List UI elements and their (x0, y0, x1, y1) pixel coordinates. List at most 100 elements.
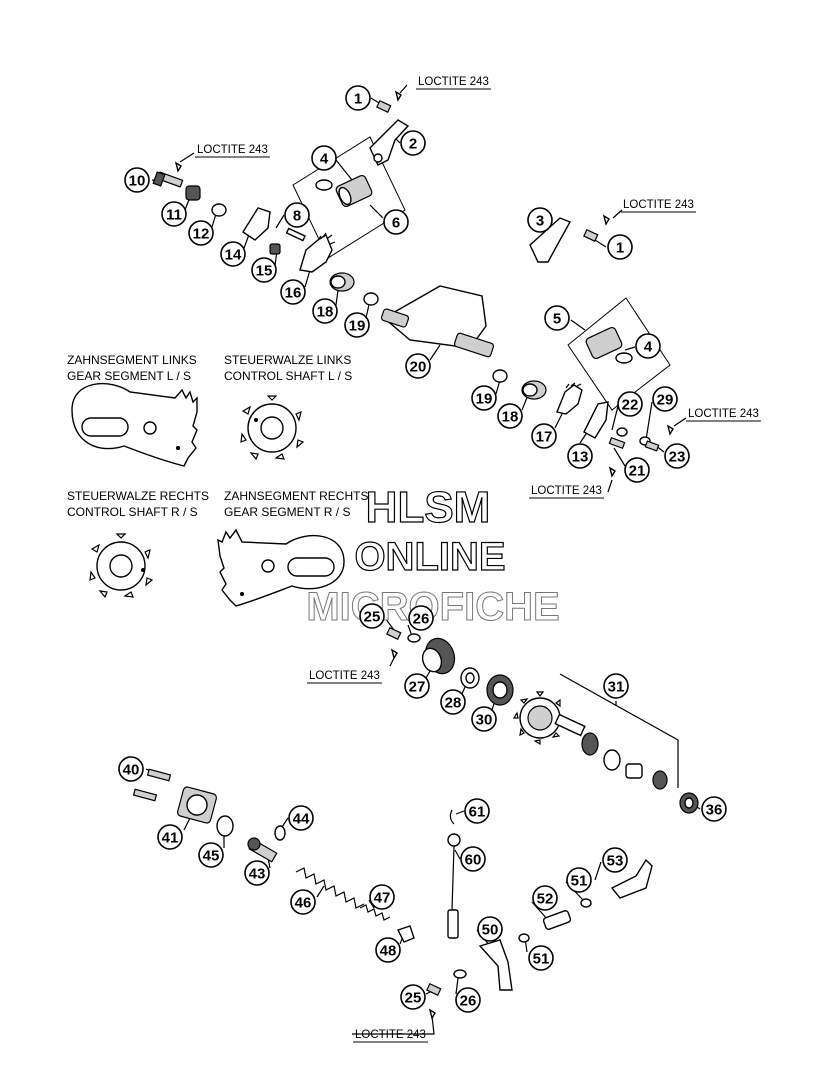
callout-circle (405, 353, 431, 379)
callout-circle (400, 130, 426, 156)
part-callout-45: 45 (198, 842, 224, 868)
callout-circle (290, 889, 316, 915)
callout-circle (369, 884, 395, 910)
upper-assembly (151, 84, 687, 493)
part-callout-30: 30 (471, 706, 497, 732)
lever-3 (529, 217, 571, 263)
callout-number: 36 (706, 802, 723, 819)
callout-circle (624, 457, 650, 483)
spring-46 (295, 867, 365, 909)
screw-1 (376, 90, 402, 113)
lever-53 (610, 858, 653, 899)
part-callout-26: 26 (408, 605, 434, 631)
clip-12 (211, 203, 227, 217)
callout-number: 10 (129, 173, 146, 190)
callout-number: 6 (392, 215, 400, 232)
loctite-label: LOCTITE 243 (623, 199, 694, 211)
drum-27 (421, 637, 456, 675)
label-gear-segment-l: GEAR SEGMENT L / S (67, 369, 191, 383)
part-callout-44: 44 (288, 805, 314, 831)
callout-number: 11 (166, 207, 182, 224)
callout-circle (220, 241, 246, 267)
loctite-label: LOCTITE 243 (688, 408, 759, 420)
callout-circle (251, 257, 277, 283)
rod-60 (447, 809, 461, 939)
callout-circle (664, 443, 690, 469)
callout-number: 19 (349, 318, 366, 335)
callout-circle (567, 443, 593, 469)
part-callout-52: 52 (532, 885, 558, 911)
callout-circle (652, 386, 678, 412)
callout-number: 43 (249, 866, 266, 883)
control-shaft-r-inset (89, 533, 154, 599)
callout-circle (617, 391, 643, 417)
callout-number: 31 (608, 679, 625, 696)
gear-segment-16 (299, 233, 333, 273)
part-callout-23: 23 (664, 443, 690, 469)
callout-number: 4 (644, 339, 653, 356)
callout-number: 5 (553, 311, 561, 328)
label-control-shaft-r: CONTROL SHAFT R / S (67, 505, 198, 519)
nut-15 (269, 243, 281, 255)
part-callout-12: 12 (188, 220, 214, 246)
loctite-label: LOCTITE 243 (531, 485, 602, 497)
callout-number: 22 (622, 397, 639, 414)
part-callout-41: 41 (157, 824, 183, 850)
group-box-4-6 (292, 136, 406, 259)
label-steuerwalze-links: STEUERWALZE LINKS (224, 353, 351, 367)
watermark: HLSM ONLINE MICROFICHE (306, 482, 560, 629)
callout-circle (400, 984, 426, 1010)
callout-circle (244, 860, 270, 886)
callout-circle (455, 987, 481, 1013)
part-callout-4: 4 (635, 333, 661, 359)
callout-number: 60 (465, 852, 482, 869)
part-callout-50: 50 (477, 916, 503, 942)
callout-number: 26 (460, 993, 477, 1010)
callout-number: 41 (162, 830, 179, 847)
callout-circle (471, 385, 497, 411)
callout-circle (404, 673, 430, 699)
valve-6 (335, 174, 373, 208)
part-callout-13: 13 (567, 443, 593, 469)
part-callout-27: 27 (404, 673, 430, 699)
callout-number: 25 (364, 609, 381, 626)
callout-circle (497, 403, 523, 429)
callout-circle (464, 798, 490, 824)
group-box-5-4 (567, 297, 671, 411)
callout-number: 8 (293, 208, 301, 225)
callout-circle (471, 706, 497, 732)
callout-circle (312, 298, 338, 324)
callout-circle (344, 312, 370, 338)
callout-number: 51 (571, 873, 588, 890)
part-callout-28: 28 (440, 689, 466, 715)
watermark-hlsm: HLSM (366, 483, 491, 532)
callout-number: 15 (256, 263, 273, 280)
callout-circle (701, 796, 727, 822)
part-callout-5: 5 (544, 305, 570, 331)
callout-circle (408, 605, 434, 631)
callout-circle (635, 333, 661, 359)
label-steuerwalze-rechts: STEUERWALZE RECHTS (67, 489, 209, 503)
callout-circle (288, 805, 314, 831)
part-callout-26: 26 (455, 987, 481, 1013)
oring-4 (315, 179, 333, 191)
callout-number: 26 (413, 611, 430, 628)
callout-number: 30 (476, 712, 493, 729)
callout-number: 61 (469, 804, 486, 821)
callout-circle (161, 201, 187, 227)
part-callout-4: 4 (311, 145, 337, 171)
part-callout-6: 6 (383, 209, 409, 235)
part-callout-61: 61 (464, 798, 490, 824)
insets (71, 382, 345, 607)
part-callout-18: 18 (312, 298, 338, 324)
callout-number: 17 (536, 429, 553, 446)
callout-number: 45 (203, 848, 220, 865)
callout-number: 50 (482, 922, 499, 939)
callout-circle (124, 167, 150, 193)
part-callout-21: 21 (624, 457, 650, 483)
part-callout-10: 10 (124, 167, 150, 193)
lower-assembly (132, 768, 653, 1035)
callout-circle (198, 842, 224, 868)
